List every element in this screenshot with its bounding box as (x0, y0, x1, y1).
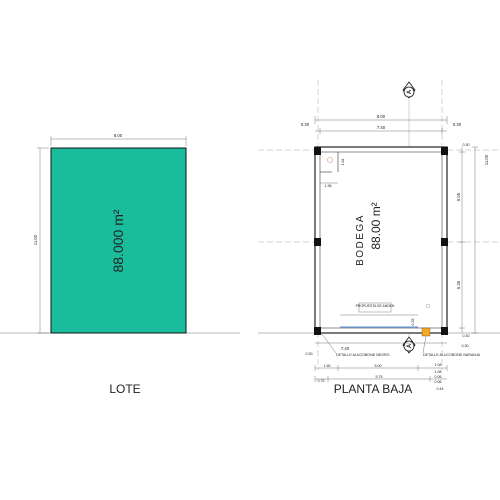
hose-icon (425, 303, 431, 309)
right-total-dim: 11.00 (484, 154, 489, 165)
section-marker-top: A (402, 81, 416, 99)
anden-v-dim: 0.35 (411, 319, 415, 326)
right-c-dim: 0.30 (463, 334, 470, 338)
column-br (441, 327, 448, 335)
column-bl (314, 327, 321, 335)
building-outer-wall (314, 146, 448, 334)
bottom-b-dim: 5.00 (375, 364, 382, 368)
right-dimensions: 0.30 5.05 5.35 0.30 11.00 (456, 143, 489, 338)
section-marker-bottom: A (402, 336, 416, 354)
room-area: 88.00 m² (369, 202, 383, 249)
top-right-dim: 0.30 (453, 122, 462, 127)
right-top-dim: 0.30 (463, 143, 470, 147)
anden-note: PROPUESTA DE ANDEN (356, 304, 395, 308)
lote-width-dim: 8.00 (114, 133, 123, 138)
lote-depth-dim: 11.00 (33, 234, 38, 245)
bottom-i-dim: 0.06 (435, 380, 442, 384)
lote-plan: 88.000 m² 8.00 11.00 LOTE (33, 133, 187, 396)
anden-note-box (358, 302, 392, 313)
inner-h-dim: 1.36 (325, 184, 332, 188)
toilet-icon (327, 157, 333, 163)
bottom-left-dim: 0.30 (306, 352, 313, 356)
room-name: BODEGA (355, 214, 366, 266)
column-tr (441, 147, 448, 155)
top-left-dim: 0.30 (301, 122, 310, 127)
planta-baja-caption: PLANTA BAJA (334, 382, 412, 396)
bottom-g-dim: 0.44 (437, 387, 444, 391)
alucobond-orange-detail (421, 327, 431, 337)
planta-baja-plan: 1.84 1.36 BODEGA 88.00 m² PROPUESTA DE A… (258, 80, 500, 396)
top-mid-dim: 7.40 (377, 125, 386, 130)
bottom-f-dim: 1.08 (435, 370, 442, 374)
lote-caption: LOTE (109, 382, 140, 396)
lote-area-fill (50, 147, 187, 334)
bottom-d-dim: 0.75 (318, 379, 325, 383)
right-a-dim: 5.05 (456, 192, 461, 201)
bottom-mid-dim: 7.40 (341, 346, 350, 351)
column-tl (314, 147, 321, 155)
lote-area-label: 88.000 m² (110, 209, 126, 272)
bottom-dimensions: 7.40 0.30 0.30 1.50 5.00 1.08 0.75 5.75 … (306, 342, 469, 391)
svg-text:A: A (407, 89, 413, 94)
alucobond-negro-note: DETALLE ALUCOBOND NEGRO (336, 353, 390, 357)
column-ml (314, 238, 321, 246)
bottom-c-dim: 1.08 (435, 363, 442, 367)
top-dimensions: 8.00 0.30 7.40 0.30 (301, 114, 462, 134)
bottom-a-dim: 1.50 (324, 364, 331, 368)
alucobond-naranja-note: DETALLE ALUCOBOND NARANJA (423, 353, 481, 357)
right-b-dim: 5.35 (456, 280, 461, 289)
column-mr (441, 238, 448, 246)
bottom-right-dim: 0.30 (462, 344, 469, 348)
svg-text:A: A (407, 343, 413, 348)
bottom-h-dim: 0.06 (435, 375, 442, 379)
top-total-dim: 8.00 (377, 114, 386, 119)
bottom-e-dim: 5.75 (376, 375, 383, 379)
inner-v-dim: 1.84 (341, 159, 345, 166)
